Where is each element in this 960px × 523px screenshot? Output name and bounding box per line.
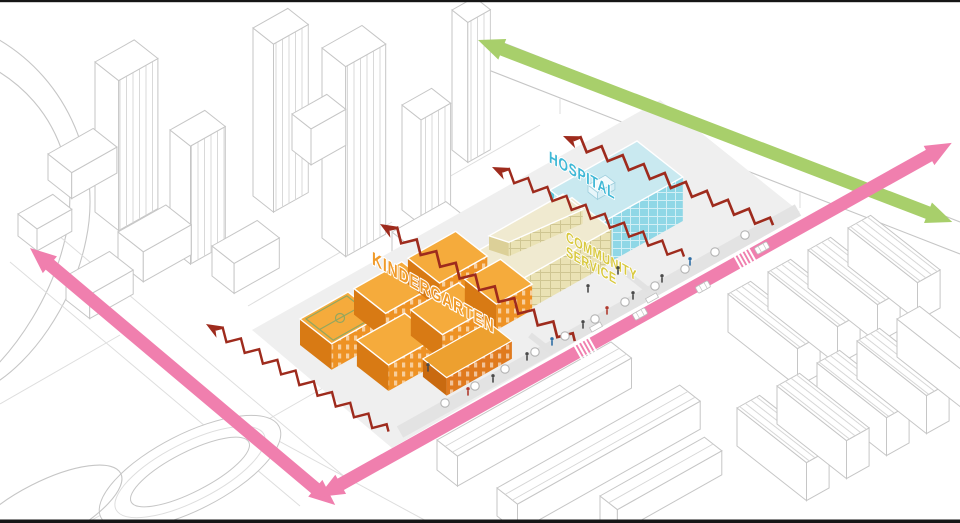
- tree-icon: [560, 331, 570, 341]
- pedestrian-icon: [426, 363, 430, 372]
- bottom-border: [0, 519, 960, 523]
- street-trees: [440, 230, 750, 408]
- pedestrian-icon: [466, 387, 470, 396]
- pedestrian-icon: [631, 291, 635, 300]
- tree-icon: [470, 381, 480, 391]
- car: [695, 280, 711, 294]
- pedestrian-icon: [660, 274, 664, 283]
- tree-icon: [680, 264, 690, 274]
- pedestrians: [426, 257, 692, 396]
- car: [754, 241, 770, 255]
- tree-icon: [500, 364, 510, 374]
- main-road-arrow: [312, 133, 958, 507]
- running-track: [0, 414, 282, 523]
- bus-shelter: [644, 292, 660, 304]
- pedestrian-icon: [605, 306, 609, 315]
- pedestrian-icon: [688, 257, 692, 266]
- tree-icon: [530, 347, 540, 357]
- foreground-slab-buildings: [436, 341, 723, 523]
- tree-icon: [440, 398, 450, 408]
- cars: [632, 241, 770, 321]
- housing-blocks: [727, 214, 960, 502]
- pedestrian-icon: [525, 352, 529, 361]
- pedestrian-icon: [581, 320, 585, 329]
- pedestrian-icon: [550, 337, 554, 346]
- tree-icon: [740, 230, 750, 240]
- walkway-connector: [528, 269, 650, 356]
- kindergarten-building: [298, 230, 534, 396]
- tree-icon: [590, 314, 600, 324]
- top-border: [0, 0, 960, 3]
- bus-shelters: [588, 292, 660, 333]
- green-axis-arrow: [474, 29, 957, 233]
- bus-shelter: [588, 321, 604, 333]
- pedestrian-icon: [616, 266, 620, 275]
- tree-icon: [650, 281, 660, 291]
- pedestrian-icon: [586, 284, 590, 293]
- tree-icon: [710, 247, 720, 257]
- car: [632, 307, 648, 321]
- pedestrian-icon: [491, 374, 495, 383]
- secondary-road-arrow: [22, 239, 343, 514]
- tree-icon: [620, 297, 630, 307]
- crosswalks: [572, 246, 758, 361]
- rooftop-unit: [587, 174, 616, 201]
